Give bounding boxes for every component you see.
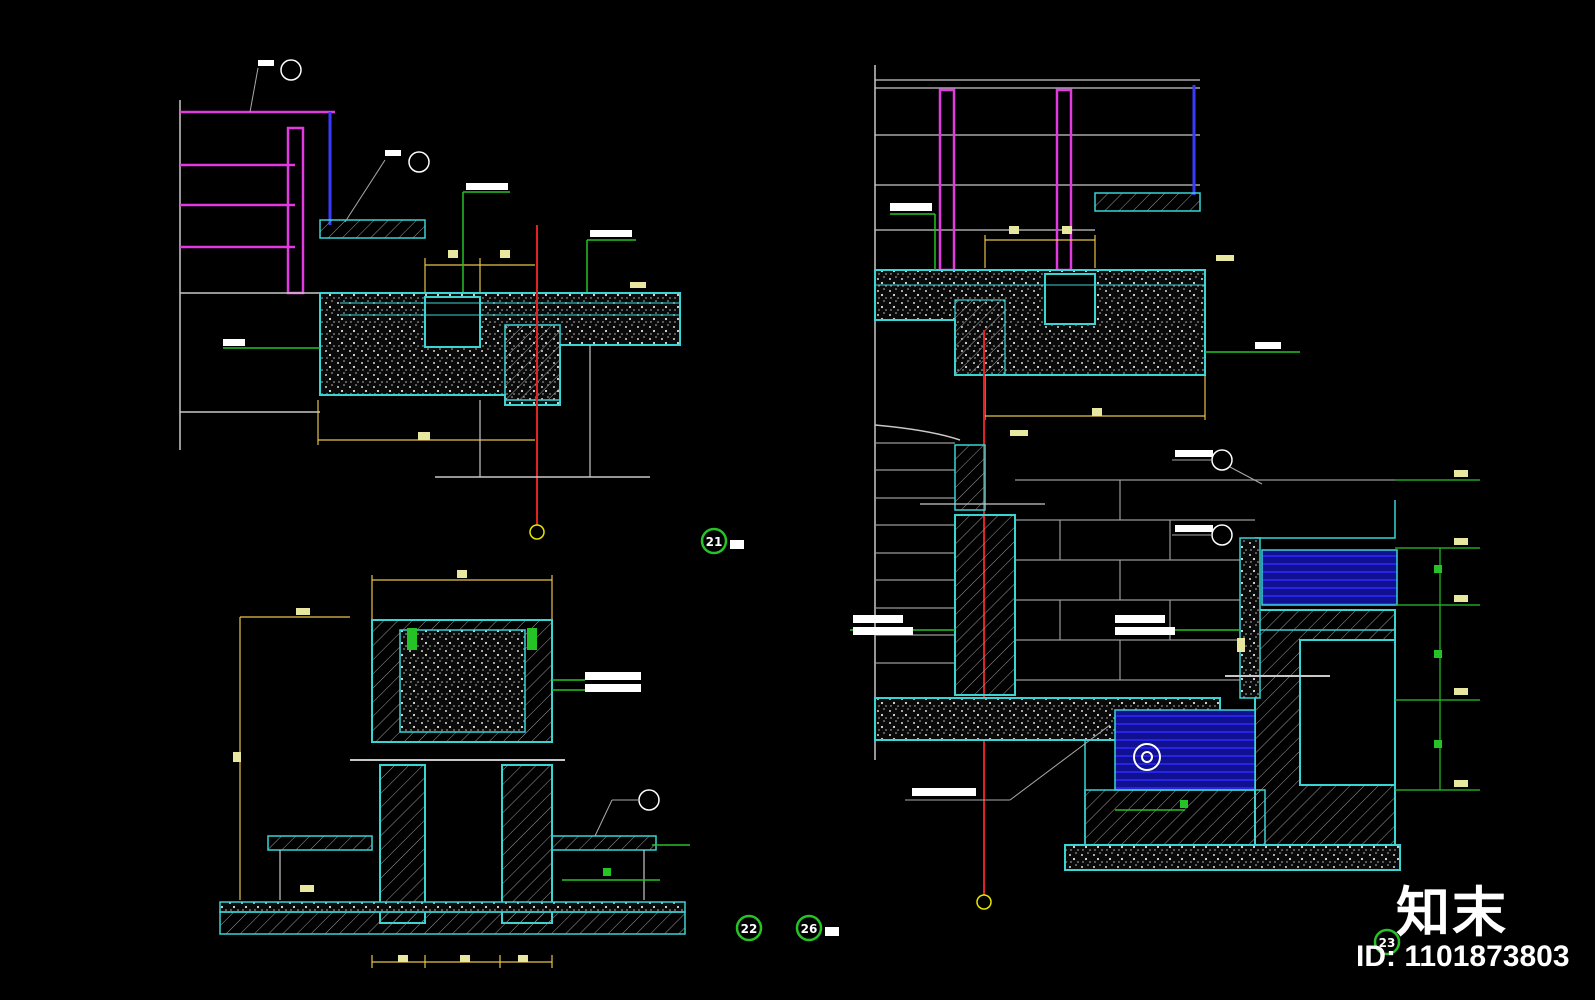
leaders — [223, 191, 636, 349]
detail-top-left — [179, 59, 681, 540]
svg-text:21: 21 — [706, 535, 723, 549]
railing — [938, 88, 1073, 272]
ref-circle — [280, 59, 302, 81]
sheet-callout-1: 21 — [700, 527, 744, 555]
label-block — [466, 183, 508, 190]
ref-circle — [408, 151, 430, 173]
ref-circle — [1211, 449, 1233, 471]
sheet-callout-3: 26 — [795, 914, 839, 942]
label-block — [1175, 450, 1213, 457]
detail-bottom-left — [219, 570, 690, 968]
pier-right — [501, 764, 553, 924]
svg-text:23: 23 — [1379, 936, 1396, 950]
label-block — [912, 788, 976, 796]
label-block — [890, 203, 932, 211]
pump-icon — [1133, 743, 1161, 771]
ref-circle — [1211, 524, 1233, 546]
sheet-callout-2: 22 — [735, 914, 763, 942]
pier-left — [379, 764, 426, 924]
label-block — [853, 615, 903, 623]
label-block — [1115, 615, 1165, 623]
planter-slab — [319, 292, 681, 406]
drain-channel — [1044, 273, 1096, 325]
pool-base — [1064, 844, 1401, 871]
bench-left — [267, 835, 373, 851]
bench-right — [551, 835, 657, 851]
label-block — [585, 684, 641, 692]
label-block — [223, 339, 245, 346]
label-block — [1255, 342, 1281, 349]
ground-slab — [219, 901, 686, 913]
label-block — [258, 60, 274, 66]
label-block — [853, 627, 913, 635]
sheet-callout-4: 23 — [1373, 928, 1401, 956]
roof-slab — [874, 269, 1206, 376]
coping — [319, 219, 426, 239]
brick-wall — [875, 442, 1395, 681]
water-upper — [1261, 549, 1398, 606]
label-block — [1175, 525, 1213, 532]
id-watermark: ID: 1101873803 — [1356, 940, 1570, 973]
label-block — [1115, 627, 1175, 635]
svg-text:22: 22 — [741, 922, 758, 936]
svg-text:26: 26 — [801, 922, 818, 936]
ref-circle — [638, 789, 660, 811]
label-block — [590, 230, 632, 237]
coping — [1094, 192, 1201, 212]
water-lower — [1114, 709, 1256, 791]
label-block — [585, 672, 641, 680]
wall-column — [954, 514, 1016, 696]
drain-channel — [424, 296, 481, 348]
brand-watermark: 知末 — [1396, 881, 1508, 944]
railing — [180, 110, 335, 295]
label-block — [385, 150, 401, 156]
detail-right — [850, 65, 1480, 910]
soil-fill — [399, 629, 526, 733]
